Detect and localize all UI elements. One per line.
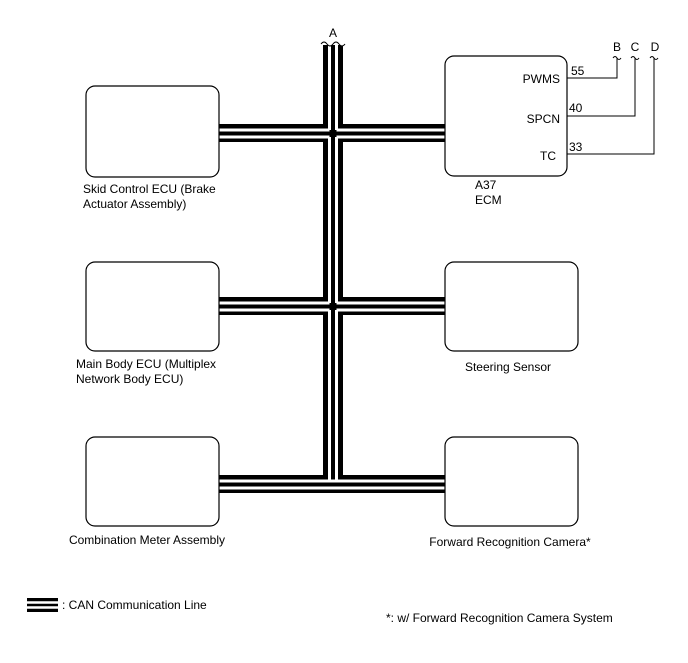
connector-d-label: D <box>651 40 660 54</box>
forward-camera-label: Forward Recognition Camera* <box>429 535 591 549</box>
connector-a-label: A <box>329 26 337 40</box>
ecm-terminal-tc: TC <box>540 149 556 163</box>
bus-branch-row2 <box>219 297 447 315</box>
bus-branch-row1 <box>219 124 447 142</box>
skid-control-ecu-label-line2: Actuator Assembly) <box>83 197 186 211</box>
steering-sensor-label: Steering Sensor <box>465 360 551 374</box>
connector-c-label: C <box>631 40 640 54</box>
forward-camera-box <box>444 436 579 527</box>
ecm-terminal-spcn: SPCN <box>527 112 560 126</box>
connector-b-label: B <box>613 40 621 54</box>
ecm-code-label: A37 <box>475 178 497 192</box>
skid-control-ecu-box <box>85 85 220 178</box>
main-body-ecu-label-line1: Main Body ECU (Multiplex <box>76 357 216 371</box>
ecm-terminal-pwms: PWMS <box>523 72 560 86</box>
wire-pwms-to-b <box>567 58 618 79</box>
wire-tc-to-d <box>567 58 655 155</box>
bus-branch-row3 <box>219 475 447 493</box>
wire-spcn-to-c <box>567 58 636 117</box>
combination-meter-label: Combination Meter Assembly <box>69 533 225 547</box>
ecm-output-wires <box>567 56 659 155</box>
bus-trunk <box>323 45 343 482</box>
main-body-ecu-label-line2: Network Body ECU) <box>76 372 183 386</box>
main-body-ecu-box <box>85 261 220 352</box>
ecm-pin-number-33: 33 <box>569 140 583 154</box>
footnote: *: w/ Forward Recognition Camera System <box>386 611 613 625</box>
combination-meter-box <box>85 436 220 527</box>
legend-can-line-symbol <box>27 598 58 612</box>
legend-can-line-label: : CAN Communication Line <box>62 598 207 612</box>
ecm-pin-number-40: 40 <box>569 101 583 115</box>
can-bus <box>219 41 447 493</box>
skid-control-ecu-label-line1: Skid Control ECU (Brake <box>83 182 216 196</box>
steering-sensor-box <box>444 261 579 352</box>
ecm-name-label: ECM <box>475 193 502 207</box>
ecm-pin-number-55: 55 <box>571 64 585 78</box>
